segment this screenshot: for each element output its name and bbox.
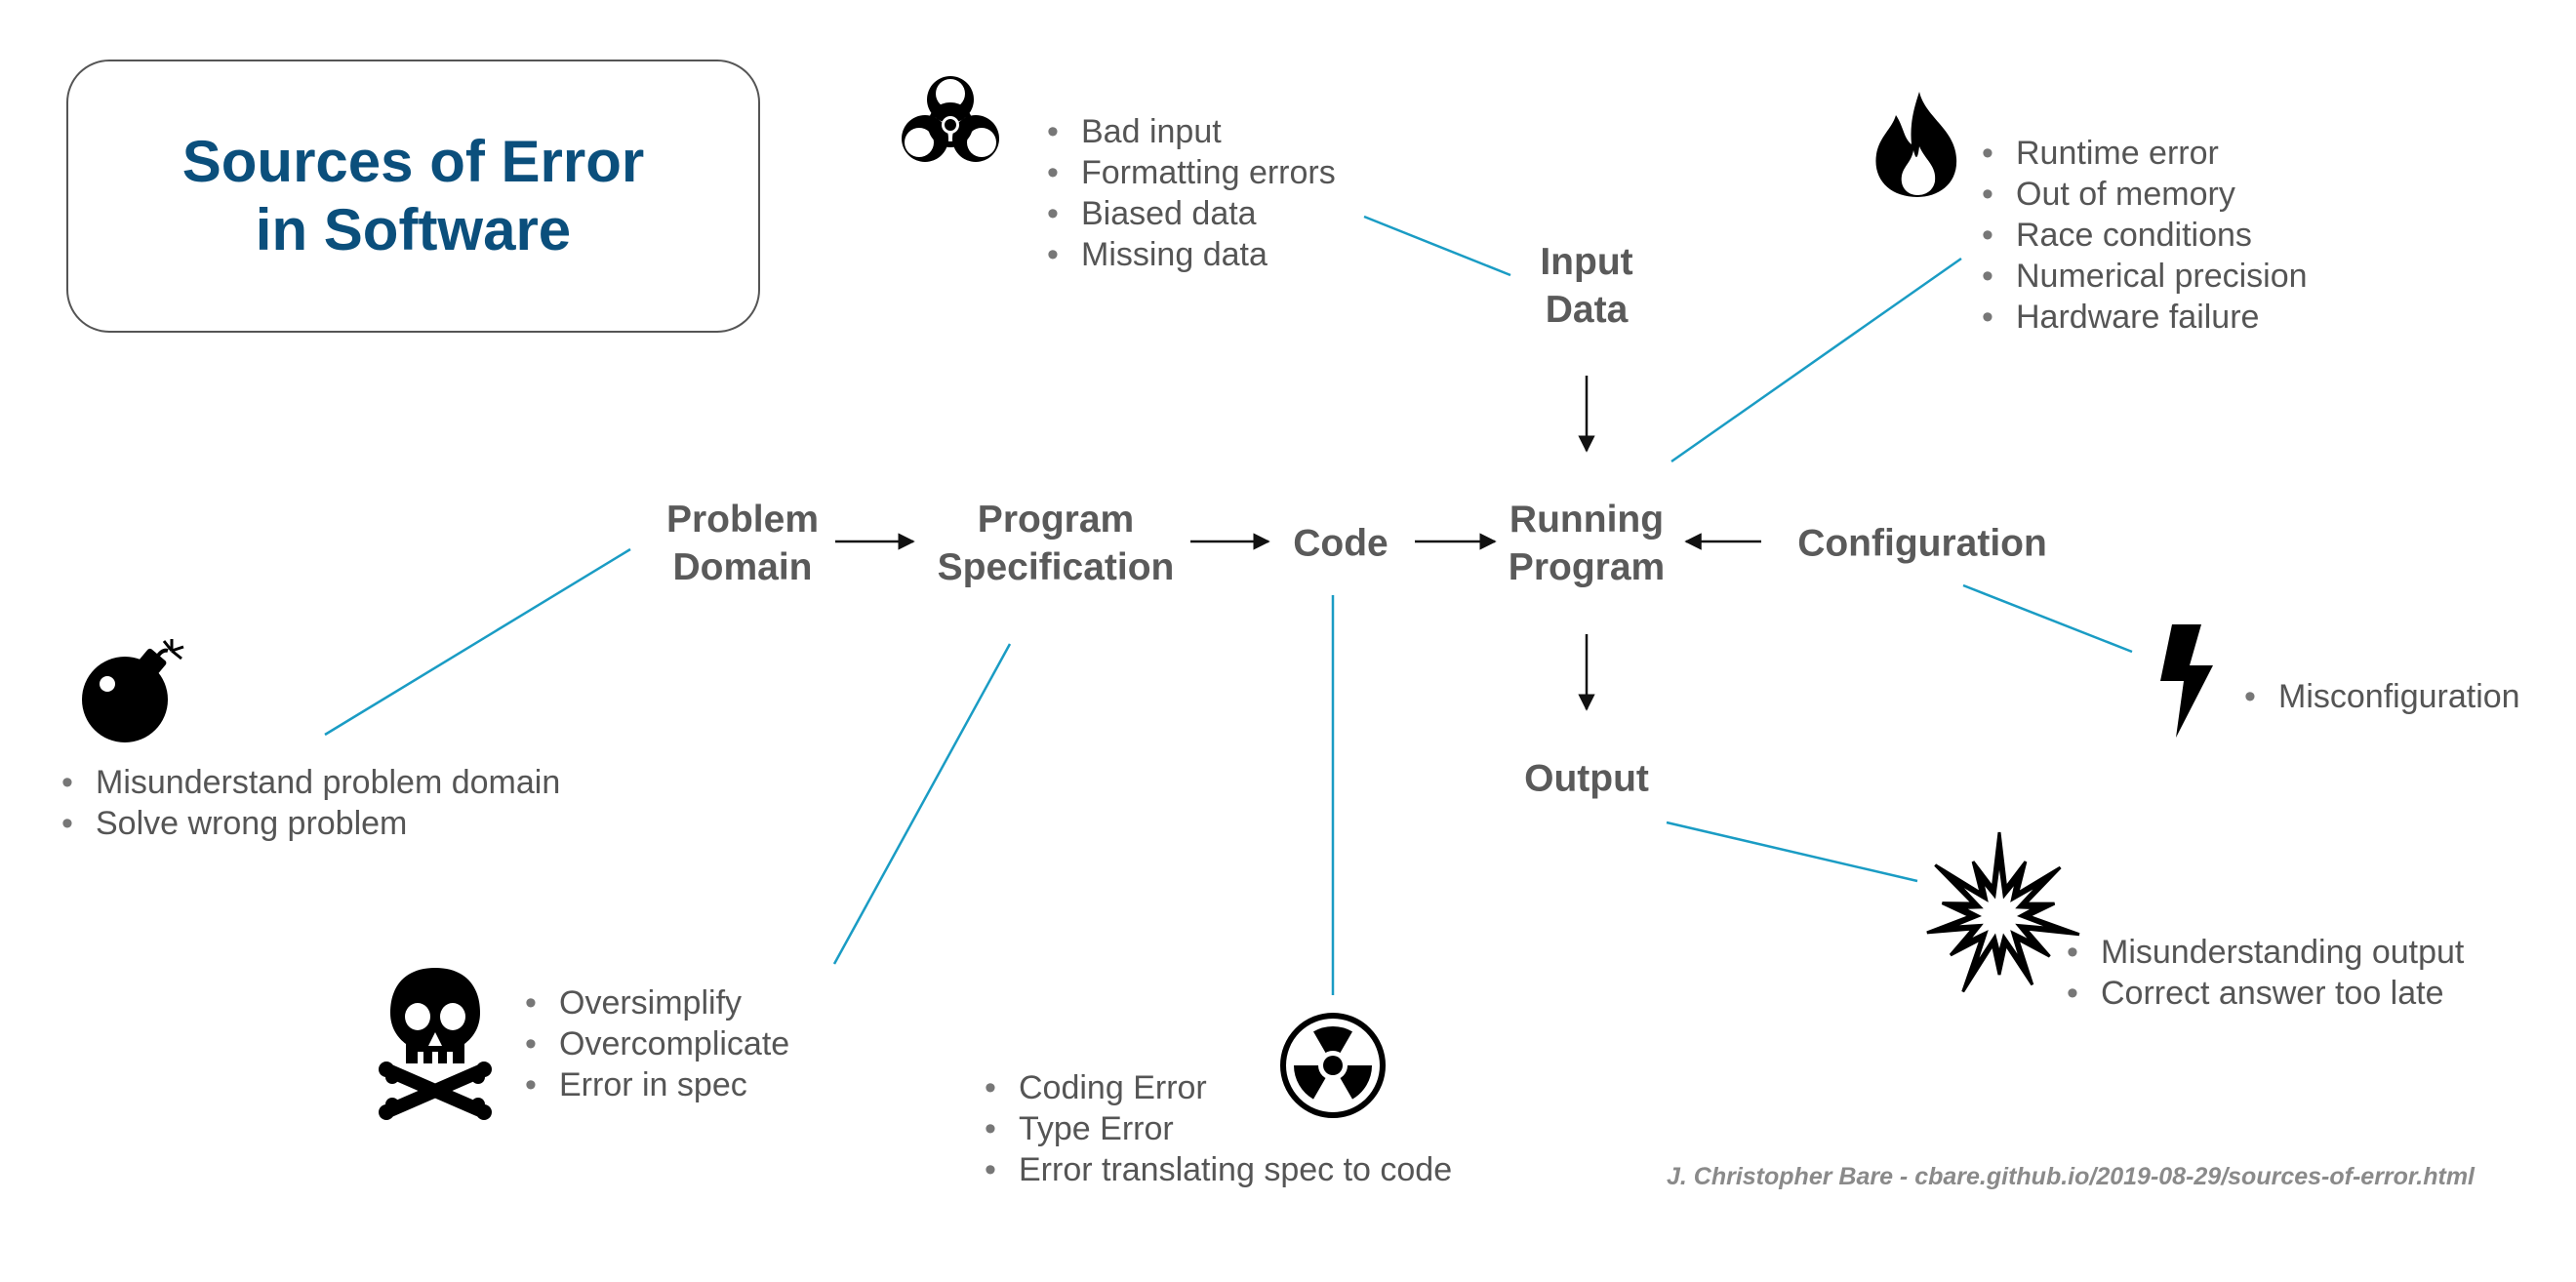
node-label: Program: [977, 499, 1135, 541]
fire-icon: [1875, 92, 1957, 197]
node-label: Domain: [672, 546, 813, 588]
node-label: Output: [1524, 757, 1649, 800]
title-line-1: Sources of Error: [181, 129, 645, 194]
node-label: Specification: [937, 546, 1175, 588]
list-item: Misconfiguration: [2244, 676, 2520, 717]
node-problem-domain: Problem Domain: [666, 496, 819, 591]
list-item: Numerical precision: [1982, 256, 2308, 297]
list-item: Error translating spec to code: [985, 1149, 1452, 1190]
configuration-errors: Misconfiguration: [2244, 676, 2520, 717]
list-item: Race conditions: [1982, 215, 2308, 256]
list-item: Coding Error: [985, 1067, 1452, 1108]
node-output: Output: [1524, 755, 1649, 803]
problem-domain-errors: Misunderstand problem domain Solve wrong…: [61, 762, 560, 844]
list-item: Misunderstand problem domain: [61, 762, 560, 803]
connector-running-program: [1670, 257, 1962, 463]
node-running-program: Running Program: [1509, 496, 1665, 591]
node-label: Problem: [665, 499, 820, 541]
program-specification-errors: Oversimplify Overcomplicate Error in spe…: [525, 982, 789, 1105]
list-item: Oversimplify: [525, 982, 789, 1023]
list-item: Runtime error: [1982, 133, 2308, 174]
list-item: Error in spec: [525, 1064, 789, 1105]
title-line-2: in Software: [255, 197, 572, 262]
list-item: Solve wrong problem: [61, 803, 560, 844]
list-item: Out of memory: [1982, 174, 2308, 215]
list-item: Correct answer too late: [2067, 973, 2464, 1014]
connector-problem-domain: [324, 547, 631, 737]
connector-output: [1666, 821, 1918, 883]
connector-configuration: [1962, 583, 2133, 654]
list-item: Hardware failure: [1982, 297, 2308, 338]
output-errors: Misunderstanding output Correct answer t…: [2067, 932, 2464, 1014]
node-code: Code: [1293, 520, 1389, 568]
explosion-icon: [1926, 831, 2080, 993]
biohazard-icon: [902, 76, 999, 162]
code-errors: Coding Error Type Error Error translatin…: [985, 1067, 1452, 1190]
diagram-title: Sources of Error in Software: [182, 128, 644, 264]
list-item: Misunderstanding output: [2067, 932, 2464, 973]
list-item: Biased data: [1047, 193, 1336, 234]
node-label: Program: [1508, 546, 1666, 588]
list-item: Missing data: [1047, 234, 1336, 275]
credit-line: J. Christopher Bare - cbare.github.io/20…: [1666, 1163, 2475, 1190]
node-label: Data: [1545, 289, 1629, 331]
list-item: Type Error: [985, 1108, 1452, 1149]
node-label: Code: [1293, 522, 1389, 565]
node-label: Configuration: [1797, 522, 2047, 565]
node-configuration: Configuration: [1797, 520, 2047, 568]
input-data-errors: Bad input Formatting errors Biased data …: [1047, 111, 1336, 275]
lightning-icon: [2160, 624, 2213, 738]
skull-crossbones-icon: [379, 968, 492, 1120]
list-item: Bad input: [1047, 111, 1336, 152]
node-program-specification: Program Specification: [938, 496, 1175, 591]
list-item: Formatting errors: [1047, 152, 1336, 193]
running-program-errors: Runtime error Out of memory Race conditi…: [1982, 133, 2308, 338]
connector-input-data: [1363, 215, 1511, 277]
list-item: Overcomplicate: [525, 1023, 789, 1064]
connector-program-specification: [832, 643, 1012, 965]
node-label: Running: [1509, 499, 1665, 541]
node-label: Input: [1540, 241, 1633, 283]
title-box: Sources of Error in Software: [66, 60, 760, 333]
node-input-data: Input Data: [1540, 238, 1632, 334]
bomb-icon: [82, 639, 184, 742]
